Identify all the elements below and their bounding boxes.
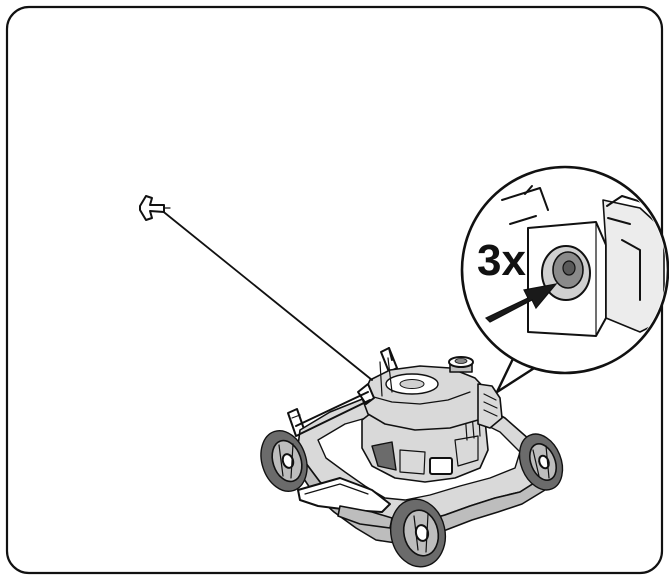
front-right-wheel	[389, 498, 447, 568]
rear-right-wheel	[518, 433, 564, 491]
starter-handle	[139, 195, 171, 221]
handle-bracket-right	[380, 347, 398, 373]
front-left-wheel	[260, 430, 308, 492]
oil-cap	[448, 356, 474, 373]
rear-flap	[297, 477, 393, 529]
press-arrow-icon	[484, 283, 558, 323]
callout-magnifier: 3x	[460, 165, 669, 394]
lawn-mower-illustration	[260, 347, 564, 568]
press-count-label: 3x	[477, 236, 526, 285]
starter-rope	[159, 208, 373, 381]
primer-closeup	[501, 185, 665, 337]
mower-engine	[357, 356, 503, 483]
